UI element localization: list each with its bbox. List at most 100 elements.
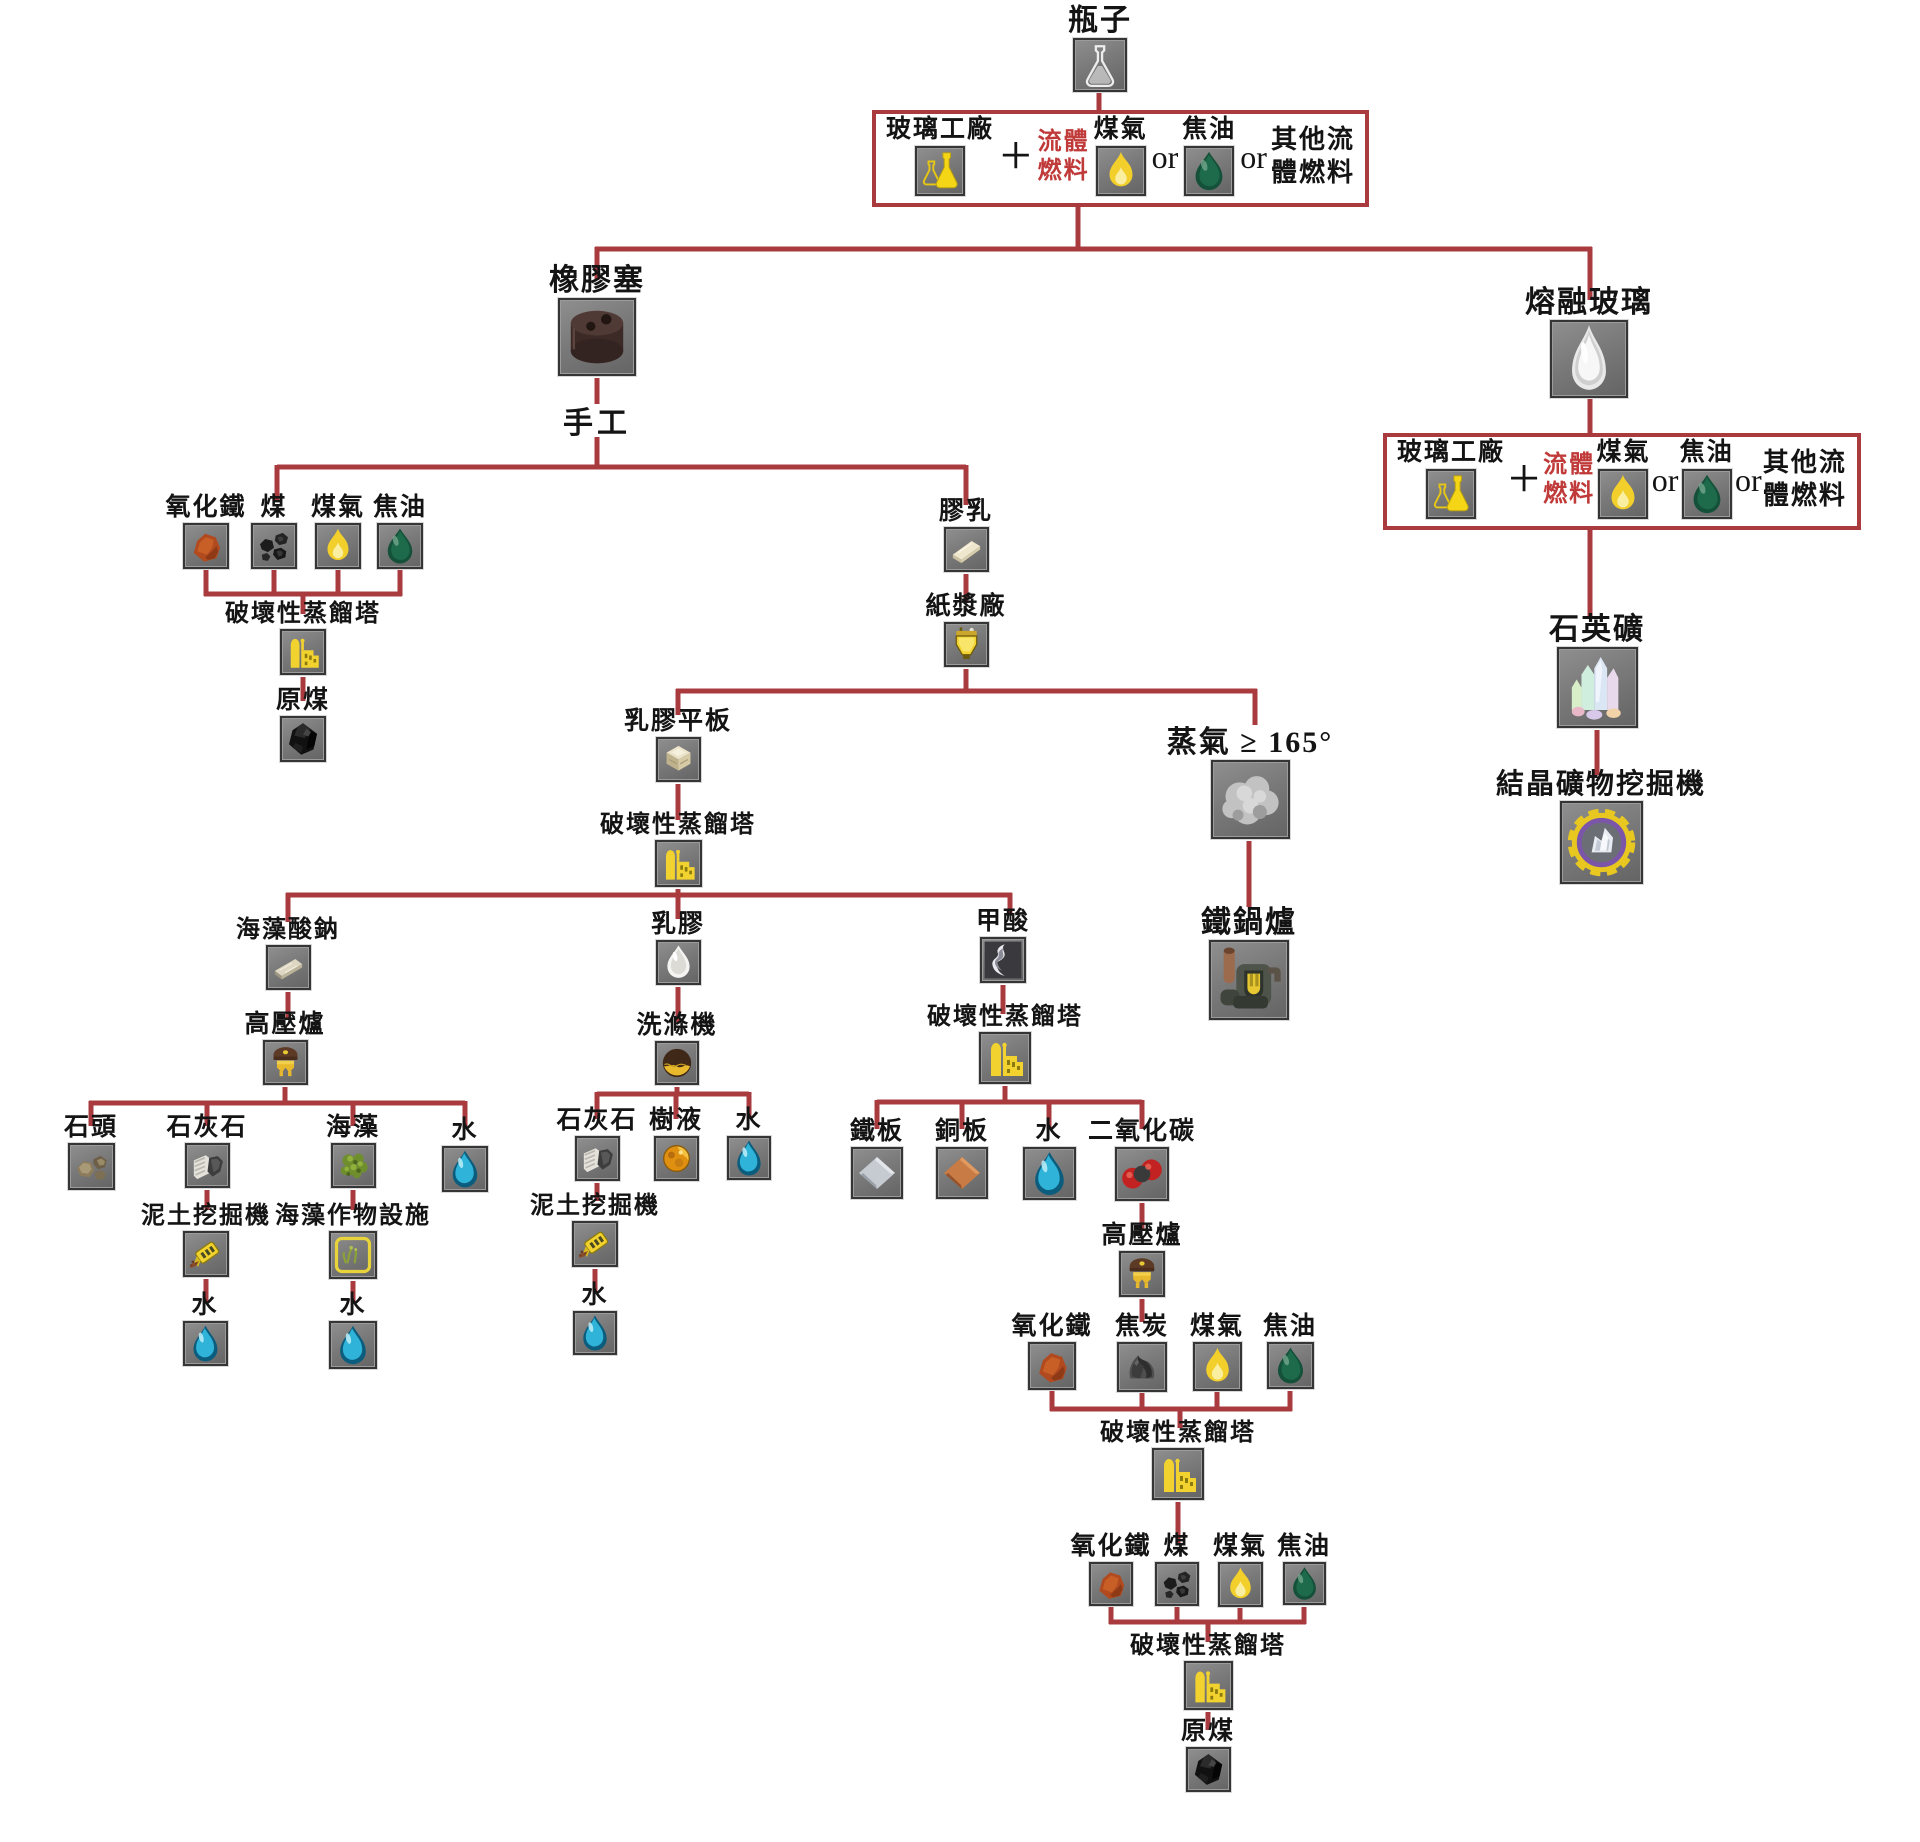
node-label: 樹液 (648, 1106, 704, 1134)
coal-gas-item: 煤氣 (1596, 439, 1651, 519)
tower-icon (1152, 1448, 1204, 1500)
node-sodium-alginate: 海藻酸鈉 (236, 917, 338, 990)
node-label: 水 (581, 1281, 609, 1309)
node-coal-1: 煤 (251, 494, 297, 569)
node-crystal-miner: 結晶礦物挖掘機 (1496, 769, 1704, 884)
node-seaweed-facility: 海藻作物設施 (275, 1203, 429, 1279)
or-text: or (1734, 461, 1762, 498)
drop-blue-icon (727, 1136, 771, 1180)
alginate-icon (265, 945, 311, 990)
other-fuel-line: 體燃料 (1270, 157, 1355, 187)
node-label: 石英礦 (1549, 612, 1645, 646)
node-label: 破壞性蒸餾塔 (1100, 1419, 1256, 1446)
node-iron-oxide-1: 氧化鐵 (165, 494, 245, 569)
node-label: 煤 (1163, 1532, 1191, 1560)
node-label: 石灰石 (556, 1106, 638, 1134)
node-label: 焦炭 (1114, 1312, 1170, 1340)
drop-green-icon (1681, 468, 1732, 519)
fuel-item-label: 焦油 (1182, 116, 1237, 144)
node-label: 二氧化碳 (1087, 1117, 1197, 1145)
seaweed-icon (330, 1143, 376, 1188)
node-distill-tower-2: 破壞性蒸餾塔 (600, 812, 754, 887)
node-label: 結晶礦物挖掘機 (1495, 768, 1707, 800)
fuel-item-label: 焦油 (1679, 439, 1734, 467)
node-label: 破壞性蒸餾塔 (225, 600, 381, 627)
node-latex-panel: 乳膠平板 (624, 708, 730, 782)
iron-oxide-icon (1089, 1562, 1133, 1606)
node-dirt-excavator-2: 泥土挖掘機 (530, 1193, 658, 1267)
node-label: 海藻作物設施 (275, 1202, 431, 1229)
node-label: 乳膠 (650, 910, 706, 938)
node-water-5: 水 (573, 1282, 617, 1355)
fluid-fuel-line: 燃料 (1543, 480, 1596, 507)
node-coal-gas-3: 煤氣 (1213, 1533, 1265, 1607)
tar-item: 焦油 (1679, 439, 1734, 519)
flame-yellow-icon (1095, 145, 1146, 196)
fluid-fuel-note: 流體燃料 (1038, 128, 1090, 186)
coke-icon (1117, 1342, 1167, 1392)
node-water-2: 水 (182, 1292, 228, 1366)
node-label: 水 (1035, 1117, 1063, 1145)
fuel-item-label: 煤氣 (1093, 116, 1148, 144)
node-label: 橡膠塞 (549, 263, 645, 297)
co2-icon (1115, 1147, 1169, 1201)
washer-icon (655, 1041, 699, 1085)
limestone-icon (184, 1143, 230, 1188)
node-molten-glass: 熔融玻璃 (1525, 286, 1651, 398)
node-rubber-stopper: 橡膠塞 (549, 264, 643, 376)
node-label: 石頭 (63, 1113, 119, 1141)
drop-blue-icon (573, 1311, 617, 1355)
node-hp-furnace-1: 高壓爐 (244, 1011, 324, 1085)
node-label: 破壞性蒸餾塔 (600, 811, 756, 838)
raw-coal-icon (280, 716, 326, 762)
iron-oxide-icon (1028, 1342, 1076, 1390)
drop-green-icon (1266, 1342, 1314, 1389)
coal-gas-item: 煤氣 (1093, 116, 1148, 196)
limestone-icon (574, 1136, 620, 1181)
quartz-icon (1556, 647, 1638, 728)
node-label: 焦油 (1276, 1532, 1332, 1560)
node-label: 氧化鐵 (1011, 1312, 1093, 1340)
node-label: 海藻酸鈉 (236, 916, 340, 943)
fuel-item-label: 煤氣 (1596, 439, 1651, 467)
pulp-mill-icon (943, 622, 989, 667)
formic-acid-icon (980, 937, 1026, 983)
flask-yellow-icon (1426, 468, 1476, 519)
node-handcraft: 手工 (563, 407, 631, 440)
node-label: 乳膠平板 (623, 707, 733, 735)
node-latex-milk: 膠乳 (939, 498, 991, 572)
other-fuel-line: 體燃料 (1762, 480, 1847, 510)
node-label: 氧化鐵 (165, 493, 247, 521)
other-fluid-fuel-note: 其他流體燃料 (1271, 124, 1355, 189)
glass-factory-item: 玻璃工廠 (1397, 440, 1505, 519)
node-distill-tower-4: 破壞性蒸餾塔 (1100, 1420, 1254, 1500)
node-label: 氧化鐵 (1070, 1532, 1152, 1560)
flask-yellow-icon (915, 145, 965, 196)
other-fuel-line: 其他流 (1762, 448, 1847, 477)
node-iron-oxide-3: 氧化鐵 (1070, 1533, 1150, 1606)
seaweed-facility-icon (329, 1231, 377, 1279)
node-copper-plate: 銅板 (935, 1118, 988, 1199)
fluid-fuel-note: 流體燃料 (1543, 451, 1595, 509)
node-label: 破壞性蒸餾塔 (1130, 1632, 1286, 1659)
node-label: 焦油 (372, 493, 428, 521)
node-dirt-excavator-1: 泥土挖掘機 (141, 1203, 269, 1277)
node-label: 煤氣 (310, 493, 366, 521)
glass-drop-icon (1550, 320, 1628, 398)
node-label: 膠乳 (938, 497, 994, 525)
tower-icon (1183, 1661, 1233, 1710)
node-tree-sap: 樹液 (649, 1107, 701, 1181)
node-label: 焦油 (1262, 1312, 1318, 1340)
iron-plate-icon (851, 1147, 903, 1199)
raw-coal-icon (1185, 1747, 1231, 1792)
excavator-icon (572, 1221, 618, 1267)
drop-green-icon (377, 523, 423, 569)
node-water-3: 水 (329, 1292, 377, 1369)
plus-sign: + (1000, 125, 1032, 188)
boiler-icon (1209, 940, 1289, 1020)
node-label: 煤 (260, 493, 288, 521)
node-formic-acid: 甲酸 (976, 908, 1028, 983)
latex-slab-icon (943, 527, 989, 572)
drop-blue-icon (329, 1321, 377, 1369)
